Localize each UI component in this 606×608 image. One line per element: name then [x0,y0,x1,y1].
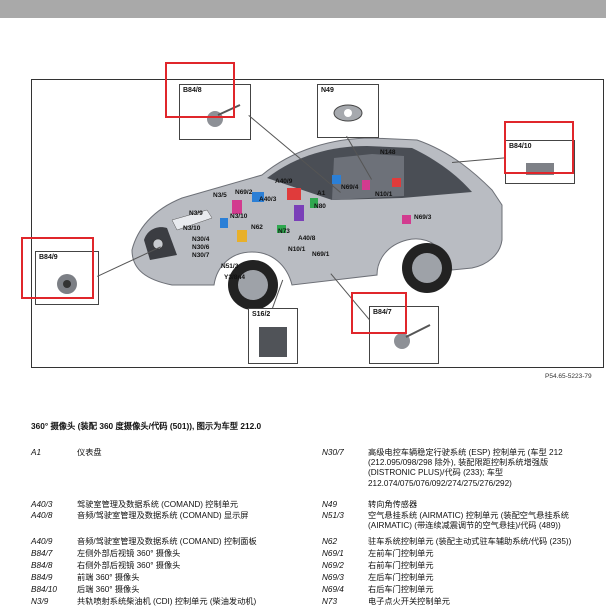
inset-b84-8: B84/8 [179,84,251,140]
car-label: A40/3 [259,196,277,203]
car-label: N30/6 [192,244,210,251]
diagram-figure: N148 N69/2 A40/9 N3/5 A40/3 A1 N69/4 N10… [21,62,604,368]
car-label: N3/10 [183,225,201,232]
car-label: N73 [278,228,290,235]
car-label: N69/3 [414,214,432,221]
car-label: N3/10 [230,213,248,220]
car-label: N30/7 [192,252,210,259]
figure-code: P54.65-5223-79 [545,373,592,380]
car-label: A40/8 [298,235,316,242]
car-label: N148 [380,149,396,156]
figure-caption: 360° 摄像头 (装配 360 度摄像头/代码 (501)), 图示为车型 2… [31,421,262,431]
steering-sensor-icon [333,104,363,122]
car-label: N69/4 [341,184,359,191]
mirror-camera-icon [207,104,241,127]
car-label: N10/1 [375,191,393,198]
top-bar [0,0,606,18]
car-label: N10/1 [288,246,306,253]
car-label: N80 [314,203,326,210]
mirror-camera-icon [394,324,431,349]
switch-icon [259,327,287,357]
car-label: N3/5 [213,192,227,199]
car-label: N69/1 [312,251,330,258]
highlight-box [504,121,574,174]
car-label: N51/3 [221,263,239,270]
highlight-box [21,237,94,299]
car-illustration [131,137,503,310]
inset-s16-2: S16/2 [248,308,298,364]
car-label: N3/9 [189,210,203,217]
car-label: A40/9 [275,178,293,185]
inset-b84-7: B84/7 [369,306,439,364]
car-label: N30/4 [192,236,210,243]
inset-b84-9: B84/9 [35,251,99,305]
car-label: N69/2 [235,189,253,196]
front-camera-icon [57,274,77,294]
car-label: N62 [251,224,263,231]
inset-n49: N49 [317,84,379,138]
car-label: Y3/8n4 [224,274,245,281]
car-label: A1 [317,190,326,197]
highlight-box [165,62,235,118]
highlight-box [351,292,407,334]
